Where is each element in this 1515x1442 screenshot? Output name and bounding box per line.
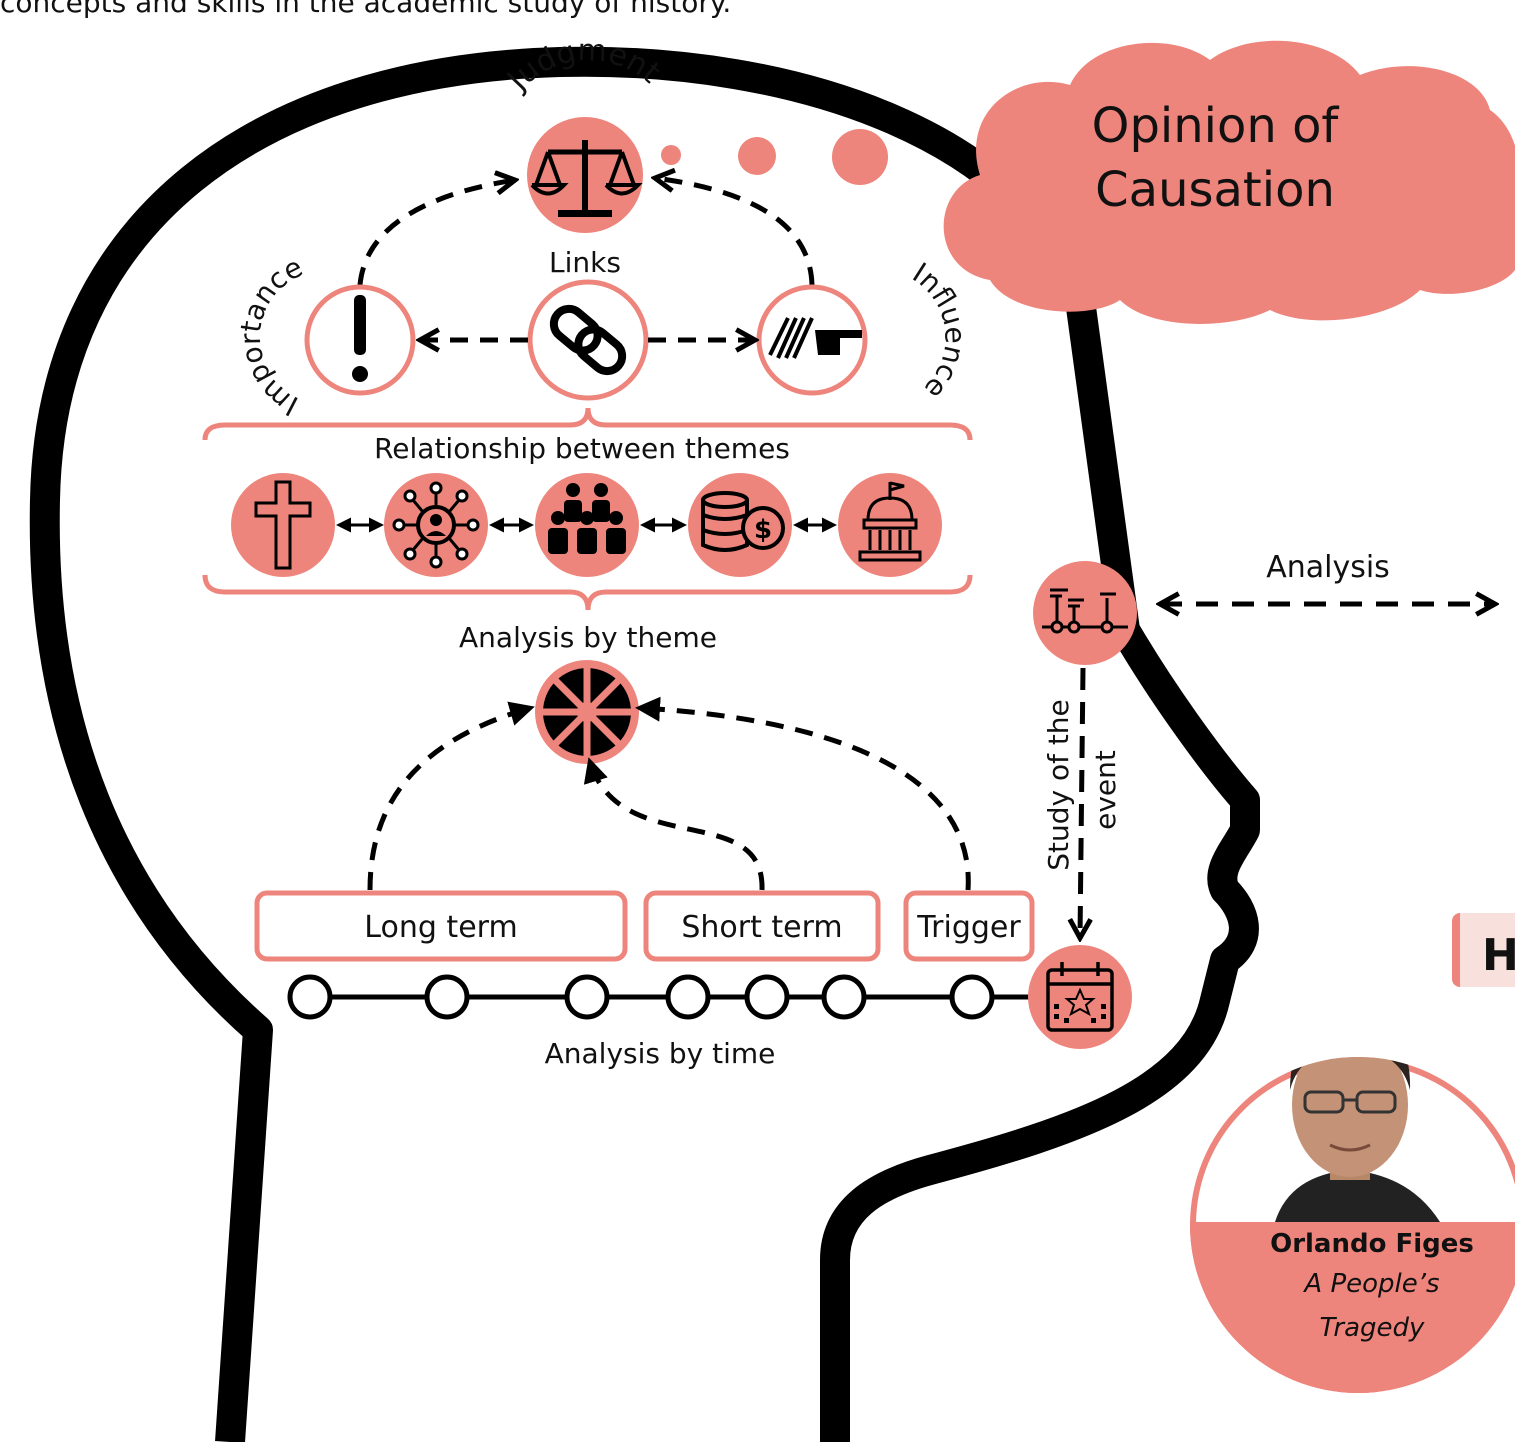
- influence-label: Influence: [907, 256, 972, 405]
- capitol-building-icon: [838, 473, 942, 577]
- study-of-event-line-1: Study of the: [1042, 699, 1075, 871]
- study-of-event-line-2: event: [1089, 750, 1122, 830]
- pointing-hand-icon: [756, 284, 868, 396]
- author-portrait: Orlando Figes A People’s Tragedy: [1190, 1057, 1515, 1393]
- analysis-label: Analysis: [1266, 550, 1390, 585]
- top-brace: [202, 407, 973, 441]
- cloud-line-2: Causation: [1095, 162, 1335, 218]
- arrow-long-term-to-theme: [367, 701, 535, 891]
- importance-label: Importance: [234, 250, 308, 422]
- svg-text:Long term: Long term: [364, 910, 517, 945]
- thought-dot-small: [661, 145, 681, 165]
- scales-of-justice-icon: [527, 117, 643, 233]
- exclamation-icon: [304, 284, 416, 396]
- book-title-line-2: Tragedy: [1320, 1313, 1425, 1343]
- network-people-icon: [384, 473, 488, 577]
- arrow-trigger-to-theme: [635, 696, 971, 891]
- analysis-by-time-label: Analysis by time: [545, 1037, 776, 1070]
- cross-icon: [231, 473, 335, 577]
- svg-text:Short term: Short term: [681, 910, 842, 945]
- arrow-importance-to-judgment: [357, 180, 515, 286]
- author-name: Orlando Figes: [1270, 1229, 1474, 1259]
- author-photo: [1275, 1057, 1440, 1222]
- svg-text:Trigger: Trigger: [916, 910, 1021, 945]
- links-label: Links: [549, 246, 621, 279]
- cloud-line-1: Opinion of: [1092, 98, 1340, 154]
- svg-text:H: H: [1482, 930, 1515, 981]
- judgment-label: Judgment: [499, 33, 667, 99]
- time-box-long-term: Long term: [254, 890, 628, 962]
- arrow-study-of-event: [1080, 667, 1083, 938]
- thought-dot-large: [832, 129, 888, 185]
- theme-wheel-icon: [535, 660, 639, 764]
- time-box-trigger: Trigger: [903, 890, 1035, 962]
- relationship-label: Relationship between themes: [374, 432, 790, 465]
- caption-text: concepts and skills in the academic stud…: [0, 0, 732, 19]
- thought-dot-medium: [738, 137, 776, 175]
- analysis-by-theme-label: Analysis by theme: [459, 621, 717, 654]
- time-box-short-term: Short term: [643, 890, 881, 962]
- group-people-icon: [535, 473, 639, 577]
- h-badge: H: [1452, 913, 1515, 987]
- chain-link-icon: [527, 279, 649, 401]
- bottom-brace: [202, 574, 973, 611]
- timeline: [287, 974, 1030, 1020]
- arrow-short-term-to-theme: [583, 757, 765, 891]
- coins-money-icon: $: [688, 473, 792, 577]
- thought-cloud: Opinion of Causation: [661, 40, 1515, 324]
- event-timeline-icon: [1033, 561, 1137, 665]
- calendar-icon: [1028, 945, 1132, 1049]
- arrow-influence-to-judgment: [655, 178, 815, 286]
- svg-text:$: $: [754, 515, 772, 545]
- book-title-line-1: A People’s: [1302, 1269, 1439, 1299]
